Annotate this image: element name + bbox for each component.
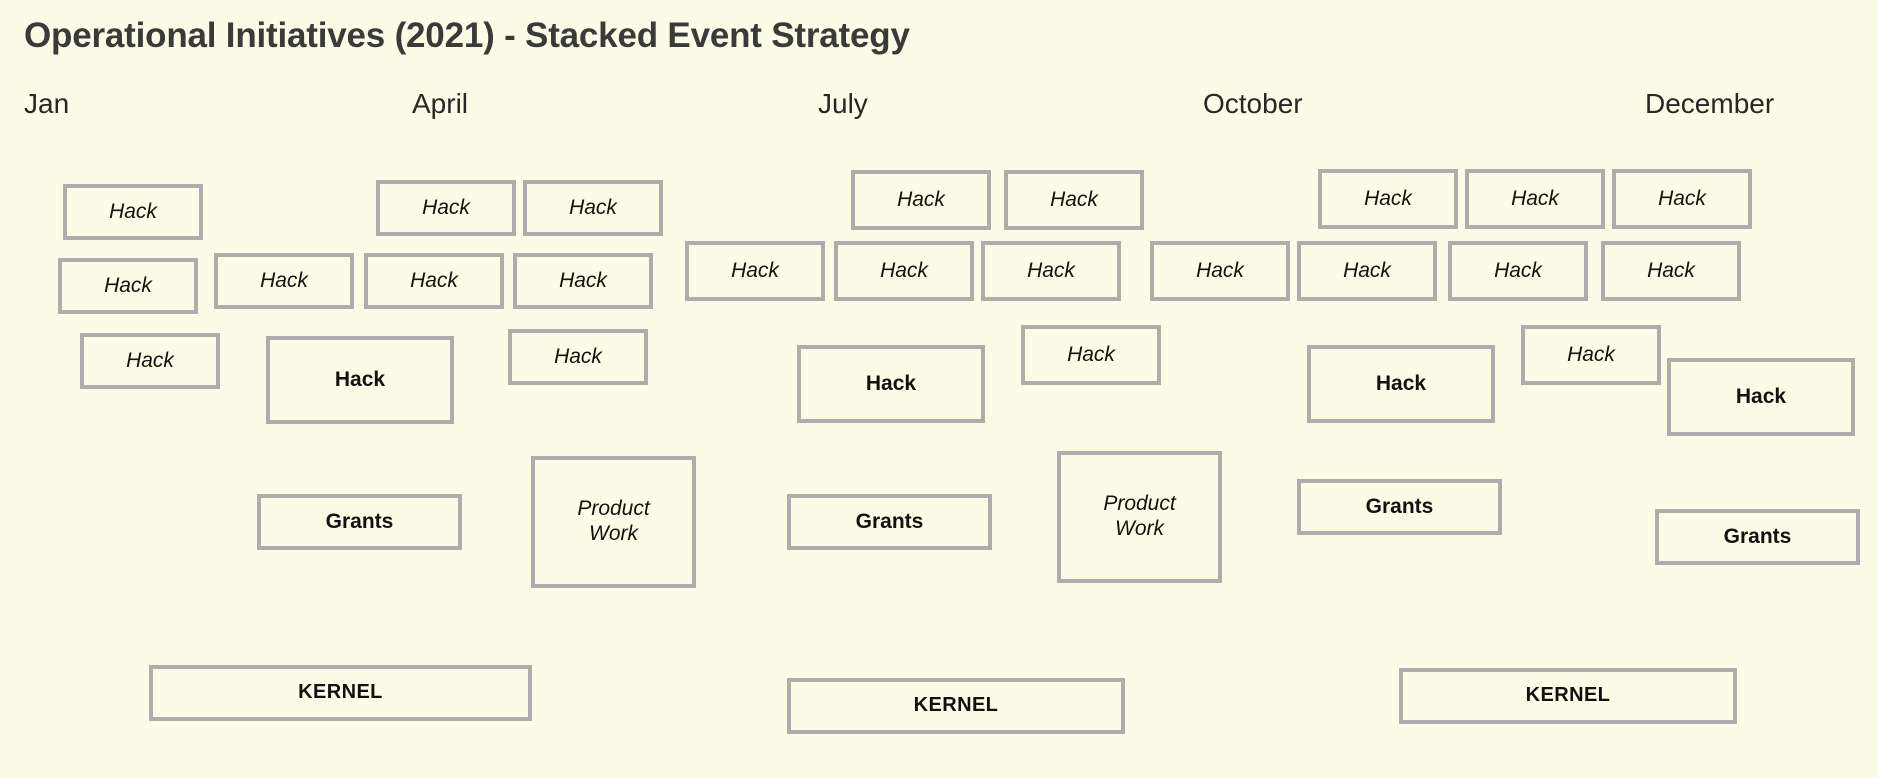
- event-box-label: KERNEL: [913, 694, 999, 717]
- event-box-label: Hack: [1658, 186, 1706, 210]
- event-box-hack[interactable]: Hack: [685, 241, 825, 301]
- event-box-label: Hack: [1343, 258, 1391, 282]
- event-box-hack[interactable]: Hack: [266, 336, 454, 424]
- axis-label-july: July: [818, 88, 868, 119]
- event-box-hack[interactable]: Hack: [1521, 325, 1661, 385]
- event-box-label: Hack: [554, 344, 602, 368]
- event-box-label: Hack: [1567, 342, 1615, 366]
- event-box-hack[interactable]: Hack: [1297, 241, 1437, 301]
- event-box-label: Hack: [410, 268, 458, 292]
- event-box-label: Hack: [1647, 258, 1695, 282]
- event-box-kernel[interactable]: KERNEL: [787, 678, 1125, 734]
- event-box-hack[interactable]: Hack: [63, 184, 203, 240]
- axis-label-december: December: [1645, 88, 1775, 119]
- event-box-hack[interactable]: Hack: [1465, 169, 1605, 229]
- event-box-label: Hack: [1364, 186, 1412, 210]
- event-box-hack[interactable]: Hack: [214, 253, 354, 309]
- event-box-label: Hack: [865, 371, 917, 395]
- event-box-label: KERNEL: [1525, 684, 1611, 707]
- event-box-grants[interactable]: Grants: [1297, 479, 1502, 535]
- event-box-hack[interactable]: Hack: [1150, 241, 1290, 301]
- axis-label-april: April: [412, 88, 469, 119]
- event-box-hack[interactable]: Hack: [58, 258, 198, 314]
- event-box-label: Hack: [1027, 258, 1075, 282]
- event-box-hack[interactable]: Hack: [1318, 169, 1458, 229]
- event-box-hack[interactable]: Hack: [508, 329, 648, 385]
- event-box-label: Hack: [260, 268, 308, 292]
- axis-label-jan: Jan: [24, 88, 70, 119]
- event-box-label: Hack: [334, 367, 386, 391]
- event-box-grants[interactable]: Grants: [787, 494, 992, 550]
- event-box-label: Hack: [897, 187, 945, 211]
- event-box-hack[interactable]: Hack: [851, 170, 991, 230]
- event-box-hack[interactable]: Hack: [1667, 358, 1855, 436]
- event-box-label: Hack: [880, 258, 928, 282]
- event-box-label: Hack: [569, 195, 617, 219]
- event-box-hack[interactable]: Hack: [80, 333, 220, 389]
- event-box-hack[interactable]: Hack: [513, 253, 653, 309]
- event-box-label: Hack: [1494, 258, 1542, 282]
- event-box-kernel[interactable]: KERNEL: [1399, 668, 1737, 724]
- event-box-hack[interactable]: Hack: [376, 180, 516, 236]
- event-box-label: Hack: [1511, 186, 1559, 210]
- event-box-label: Hack: [559, 268, 607, 292]
- event-box-hack[interactable]: Hack: [981, 241, 1121, 301]
- event-box-label: Hack: [109, 199, 157, 223]
- event-box-label: Hack: [104, 273, 152, 297]
- event-box-hack[interactable]: Hack: [1021, 325, 1161, 385]
- event-box-hack[interactable]: Hack: [797, 345, 985, 423]
- page-title: Operational Initiatives (2021) - Stacked…: [24, 16, 910, 55]
- event-box-hack[interactable]: Hack: [523, 180, 663, 236]
- event-box-label: Grants: [855, 509, 924, 533]
- event-box-kernel[interactable]: KERNEL: [149, 665, 532, 721]
- event-box-label: Grants: [1365, 494, 1434, 518]
- event-box-label: Hack: [1375, 371, 1427, 395]
- event-box-hack[interactable]: Hack: [1601, 241, 1741, 301]
- event-box-grants[interactable]: Grants: [1655, 509, 1860, 565]
- event-box-label: Hack: [1735, 384, 1787, 408]
- event-box-label: Hack: [731, 258, 779, 282]
- event-box-hack[interactable]: Hack: [1307, 345, 1495, 423]
- event-box-hack[interactable]: Hack: [1448, 241, 1588, 301]
- event-box-label: Hack: [1067, 342, 1115, 366]
- event-box-label: Grants: [1723, 524, 1792, 548]
- event-box-label: KERNEL: [298, 681, 383, 704]
- event-box-label: Hack: [1050, 187, 1098, 211]
- event-box-grants[interactable]: Grants: [257, 494, 462, 550]
- event-box-label: Hack: [1196, 258, 1244, 282]
- event-box-label: Hack: [422, 195, 470, 219]
- event-box-hack[interactable]: Hack: [364, 253, 504, 309]
- event-box-label: Hack: [126, 348, 174, 372]
- event-box-hack[interactable]: Hack: [1004, 170, 1144, 230]
- event-box-hack[interactable]: Hack: [1612, 169, 1752, 229]
- event-box-hack[interactable]: Hack: [834, 241, 974, 301]
- event-box-label: Grants: [325, 509, 394, 533]
- axis-label-october: October: [1203, 88, 1303, 119]
